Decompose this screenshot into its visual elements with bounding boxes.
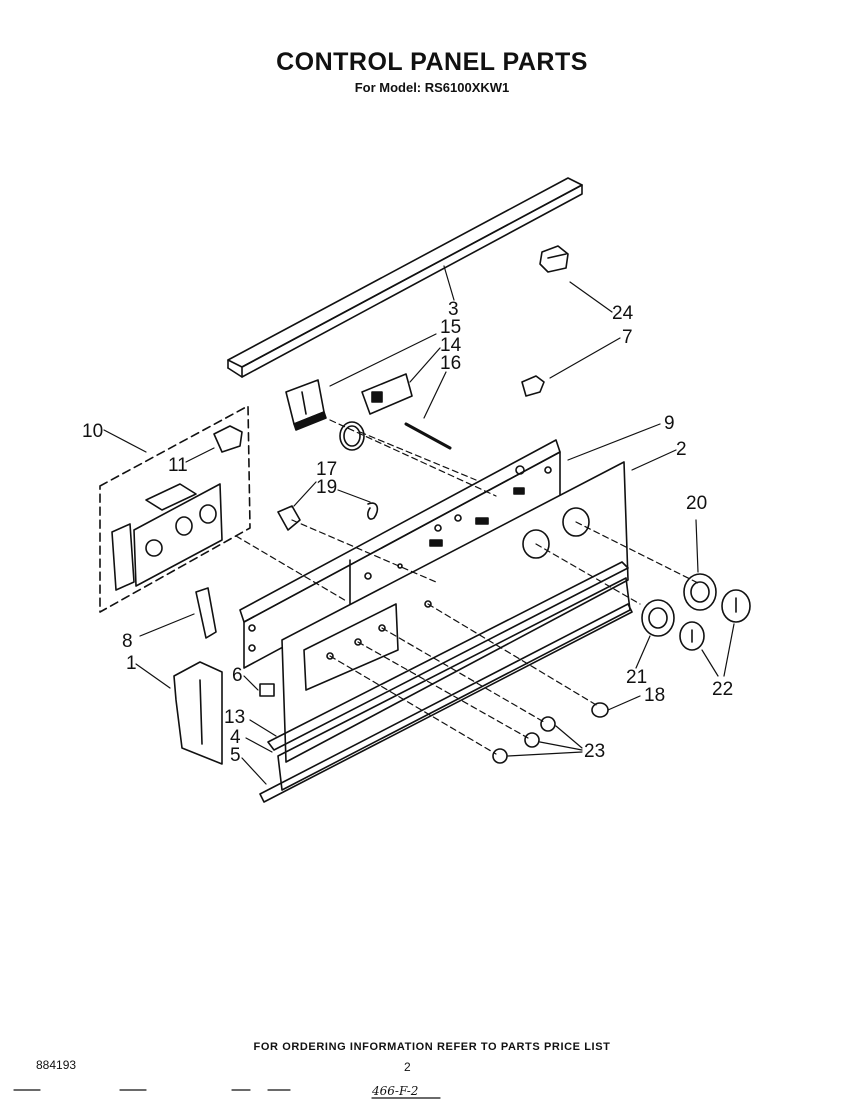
callout-18: 18 — [644, 685, 666, 706]
switch-14 — [361, 373, 413, 415]
callout-1: 1 — [126, 653, 137, 674]
callout-20: 20 — [686, 493, 708, 514]
ring-gasket — [339, 421, 365, 451]
switch-17 — [277, 505, 301, 531]
knob-22b — [679, 621, 705, 651]
callout-15: 15 — [440, 317, 462, 338]
spacer-6 — [259, 683, 275, 697]
document-number: 884193 — [36, 1058, 77, 1072]
nut-18 — [591, 702, 609, 718]
timer-clip-11 — [213, 425, 243, 453]
callout-24: 24 — [612, 303, 634, 324]
model-subtitle: For Model: RS6100XKW1 — [354, 80, 510, 95]
nut-23b — [524, 732, 540, 748]
callout-22: 22 — [712, 679, 734, 700]
callout-4: 4 — [230, 727, 241, 748]
ordering-note: FOR ORDERING INFORMATION REFER TO PARTS … — [253, 1041, 611, 1053]
page-number: 2 — [404, 1060, 411, 1074]
callout-10: 10 — [82, 421, 104, 442]
callout-13: 13 — [224, 707, 246, 728]
bezel-20 — [683, 573, 717, 611]
knob-22a — [721, 589, 751, 623]
page-title: CONTROL PANEL PARTS — [276, 48, 588, 76]
callout-9: 9 — [664, 413, 675, 434]
clip-part-7 — [521, 375, 545, 397]
trim-strips — [259, 561, 633, 803]
pin-16 — [404, 422, 452, 450]
end-cap-1 — [173, 661, 223, 765]
footer-rules — [13, 1089, 441, 1099]
top-trim-strip — [227, 177, 583, 378]
bezel-21 — [641, 599, 675, 637]
leader-lines — [103, 265, 735, 785]
nut-23c — [492, 748, 508, 764]
callout-2: 2 — [676, 439, 687, 460]
control-panel-2 — [281, 461, 629, 763]
callout-8: 8 — [122, 631, 133, 652]
callout-17: 17 — [316, 459, 338, 480]
bracket-8 — [195, 587, 217, 639]
callout-21: 21 — [626, 667, 648, 688]
callout-23: 23 — [584, 741, 606, 762]
handwritten-code: 466-F-2 — [372, 1084, 419, 1098]
nut-23a — [540, 716, 556, 732]
clip-part-24 — [539, 245, 569, 273]
switch-housing-15 — [285, 379, 327, 431]
callout-14: 14 — [440, 335, 462, 356]
callout-6: 6 — [232, 665, 243, 686]
callout-11: 11 — [168, 455, 188, 476]
callout-5: 5 — [230, 745, 241, 766]
timer-module-10 — [99, 405, 251, 613]
callout-7: 7 — [622, 327, 633, 348]
callout-16: 16 — [440, 353, 462, 374]
callout-3: 3 — [448, 299, 459, 320]
callout-19: 19 — [316, 477, 338, 498]
clip-19 — [367, 502, 379, 520]
